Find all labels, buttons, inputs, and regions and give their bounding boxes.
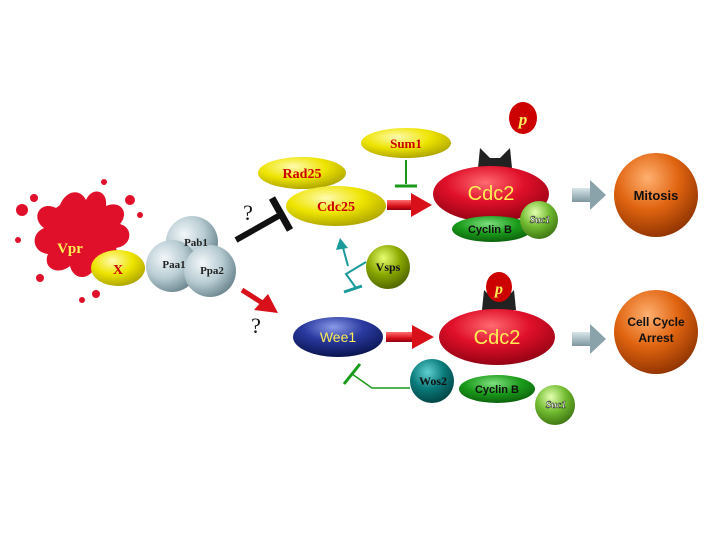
cdc2-top-node [433,166,549,222]
cdc2-top-label: Cdc2 [468,183,515,205]
cyclinb-bottom-node [459,375,535,403]
pab1-label: Pab1 [184,237,208,249]
q-upper: ? [243,200,253,225]
suc1-bottom-node [535,385,575,425]
vsps-node [366,245,410,289]
wee1-node [293,317,383,357]
q-lower: ? [251,313,261,338]
suc1-top-label: Suc1 [530,215,551,226]
cdc2-bottom-label: Cdc2 [474,327,521,349]
p-top-node [509,102,537,134]
activate-wee1-edge [240,287,278,313]
arrest-label-line1: Cell Cycle [627,315,685,329]
sum1-label: Sum1 [390,136,422,151]
sum1-inhibit-edge [395,160,417,188]
cyclinb-top-label: Cyclin B [468,224,512,236]
kinase-mark-top [478,148,512,168]
paa1-node [146,240,198,292]
to-mitosis-arrow [572,180,606,210]
cdc2-bottom-node [439,309,555,365]
arrest-node [614,290,698,374]
cyclinb-bottom-label: Cyclin B [475,384,519,396]
wos2-node [410,359,454,403]
cdc25-node [286,186,386,226]
p-top-label: p [517,110,528,129]
suc1-top-node [520,201,558,239]
arrest-label-line2: Arrest [638,331,673,345]
ppa2-node [184,245,236,297]
to-arrest-arrow [572,324,606,354]
wee1-to-cdc2-arrow [386,325,434,349]
cdc25-label: Cdc25 [317,200,355,215]
mitosis-label: Mitosis [634,188,679,203]
vpr-label: Vpr [57,241,83,257]
p-bottom-label: p [493,281,503,298]
wos2-inhibit-edge [342,363,410,389]
inhibit-cdc25-edge [234,196,294,243]
mitosis-node [614,153,698,237]
rad25-node [258,157,346,189]
cdc25-to-cdc2-arrow [387,193,432,217]
paa1-label: Paa1 [162,259,185,271]
wos2-label: Wos2 [419,374,447,388]
cyclinb-top-node [452,216,532,242]
vsps-inhibit-edge [336,238,367,294]
x-label: X [113,263,123,278]
p-bottom-node [486,272,512,302]
rad25-label: Rad25 [283,167,322,182]
vsps-label: Vsps [376,260,401,274]
wee1-label: Wee1 [320,329,357,345]
suc1-bottom-label: Suc1 [546,400,567,411]
ppa2-label: Ppa2 [200,265,224,277]
x-node [91,250,145,286]
sum1-node [361,128,451,158]
